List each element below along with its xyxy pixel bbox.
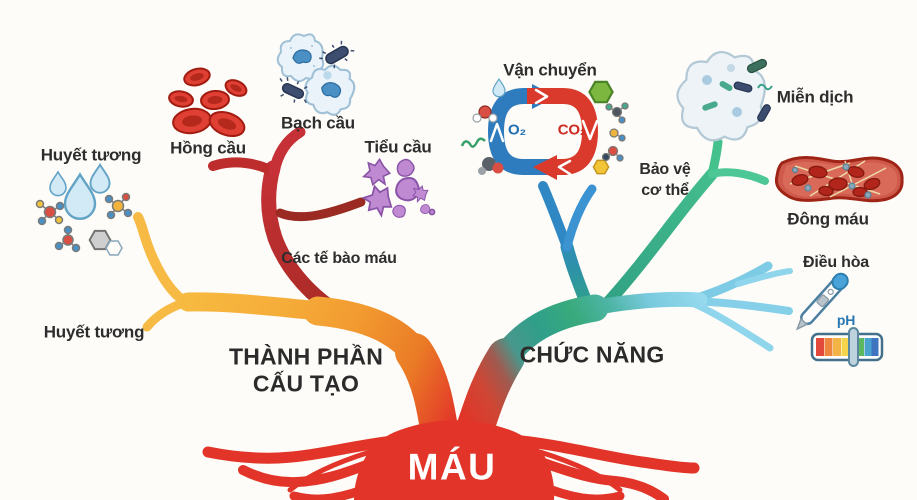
branch-protection: [596, 137, 769, 315]
molecule-icon: [601, 145, 624, 162]
heading-functions: CHỨC NĂNG: [519, 341, 665, 368]
red-blood-cells-icon: [168, 67, 248, 138]
molecule-icon: [605, 102, 629, 124]
heading-composition-line1: THÀNH PHẦN: [228, 343, 384, 370]
plasma-icon: [35, 163, 133, 256]
dna-strand-icon: [460, 137, 486, 148]
branch-functions: [452, 291, 708, 460]
bacteria-icon: [746, 58, 768, 74]
branch-blood-cells: [208, 126, 366, 324]
label-platelets: Tiểu cầu: [364, 137, 432, 157]
molecule-icon: [609, 128, 626, 142]
molecule-icon: [478, 157, 504, 175]
label-red-cells: Hồng cầu: [170, 138, 246, 158]
label-plasma-bottom: Huyết tương: [43, 322, 145, 342]
molecule-icon: [104, 192, 133, 220]
molecule-icon: [35, 199, 65, 226]
label-clotting: Đông máu: [787, 209, 869, 229]
molecule-icon: [54, 225, 81, 253]
label-immunity: Miễn dịch: [776, 87, 854, 107]
heading-composition-line2: CẤU TẠO: [252, 370, 360, 397]
label-protection-line1: Bảo vệ: [639, 161, 691, 178]
label-transport: Vận chuyển: [503, 60, 597, 80]
branch-regulation: [685, 261, 793, 352]
label-blood-cells-group: Các tế bào máu: [281, 250, 397, 267]
bacteria-icon: [272, 73, 314, 108]
dna-strand-icon: [757, 83, 773, 91]
o2-co2-cycle-icon: [460, 78, 629, 180]
root-system: [202, 434, 700, 500]
branch-transport: [538, 181, 597, 309]
ph-scale-icon: [810, 327, 884, 367]
label-plasma-top: Huyết tương: [40, 145, 142, 165]
label-protection-line2: cơ thể: [641, 182, 689, 199]
white-blood-cells-icon: [272, 33, 362, 123]
label-o2: O₂: [508, 121, 526, 139]
ph-slider: [848, 327, 859, 367]
blood-clot-vessel-icon: [774, 156, 904, 203]
label-regulation: Điều hòa: [803, 254, 869, 271]
thermometer-icon: [795, 272, 849, 331]
root-node-label: MÁU: [407, 446, 497, 488]
platelets-icon: [358, 155, 436, 221]
bacteria-icon: [733, 81, 753, 93]
molecule-icon: [472, 105, 498, 123]
immune-cell-icon: [669, 44, 773, 150]
label-ph: pH: [836, 312, 856, 328]
bacteria-icon: [316, 36, 358, 73]
label-co2: CO₂: [557, 121, 587, 139]
bacteria-icon: [757, 104, 771, 122]
label-white-cells: Bạch cầu: [281, 113, 355, 133]
